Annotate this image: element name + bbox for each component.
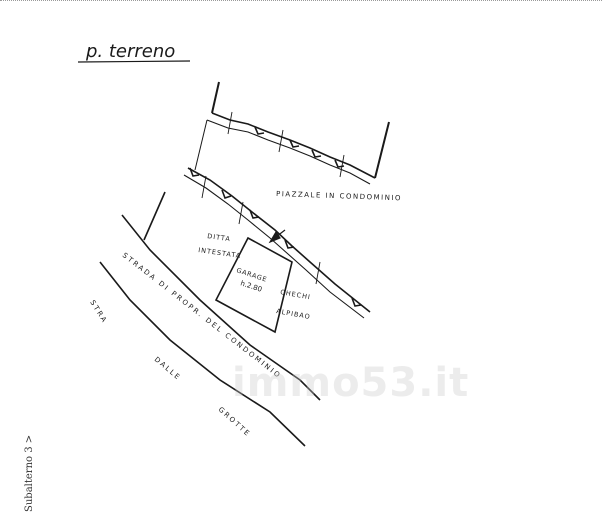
road-upper-edge bbox=[121, 214, 321, 401]
upper-facade-ticks bbox=[227, 111, 345, 178]
label-strada-pubblica-3: GROTTE bbox=[217, 406, 253, 439]
lower-facade-piers bbox=[189, 167, 362, 307]
entrance-arrow-icon bbox=[268, 229, 286, 244]
building-connector bbox=[194, 119, 208, 171]
upper-facade-line bbox=[211, 112, 376, 179]
building-right-wall bbox=[374, 121, 390, 179]
label-alpibao: ALPIBAO bbox=[276, 307, 312, 321]
page-top-border bbox=[0, 0, 602, 4]
perimeter-wall bbox=[143, 191, 166, 241]
floor-label: p. terreno bbox=[85, 41, 175, 62]
label-strada-pubblica-1: STRA bbox=[88, 299, 109, 325]
upper-facade-inner-line bbox=[206, 119, 371, 185]
upper-facade-piers bbox=[254, 126, 345, 168]
label-ditta-1: DITTA bbox=[207, 232, 232, 243]
floor-label-underline bbox=[77, 60, 191, 63]
label-piazzale: PIAZZALE IN CONDOMINIO bbox=[276, 190, 402, 202]
lower-facade-ticks bbox=[201, 175, 321, 285]
garage-unit bbox=[214, 236, 293, 334]
lower-facade-line bbox=[187, 167, 371, 313]
label-strada-pubblica-2: DALLE bbox=[153, 355, 183, 382]
side-caption: Subalterno 3 > bbox=[24, 434, 35, 512]
lower-facade-inner-line bbox=[183, 174, 365, 319]
label-checchi: CHECHI bbox=[280, 288, 312, 301]
watermark: immo53.it bbox=[232, 360, 470, 406]
label-ditta-2: INTESTATA bbox=[198, 246, 242, 260]
road-lower-edge bbox=[99, 261, 306, 447]
building-left-wall bbox=[211, 81, 220, 114]
